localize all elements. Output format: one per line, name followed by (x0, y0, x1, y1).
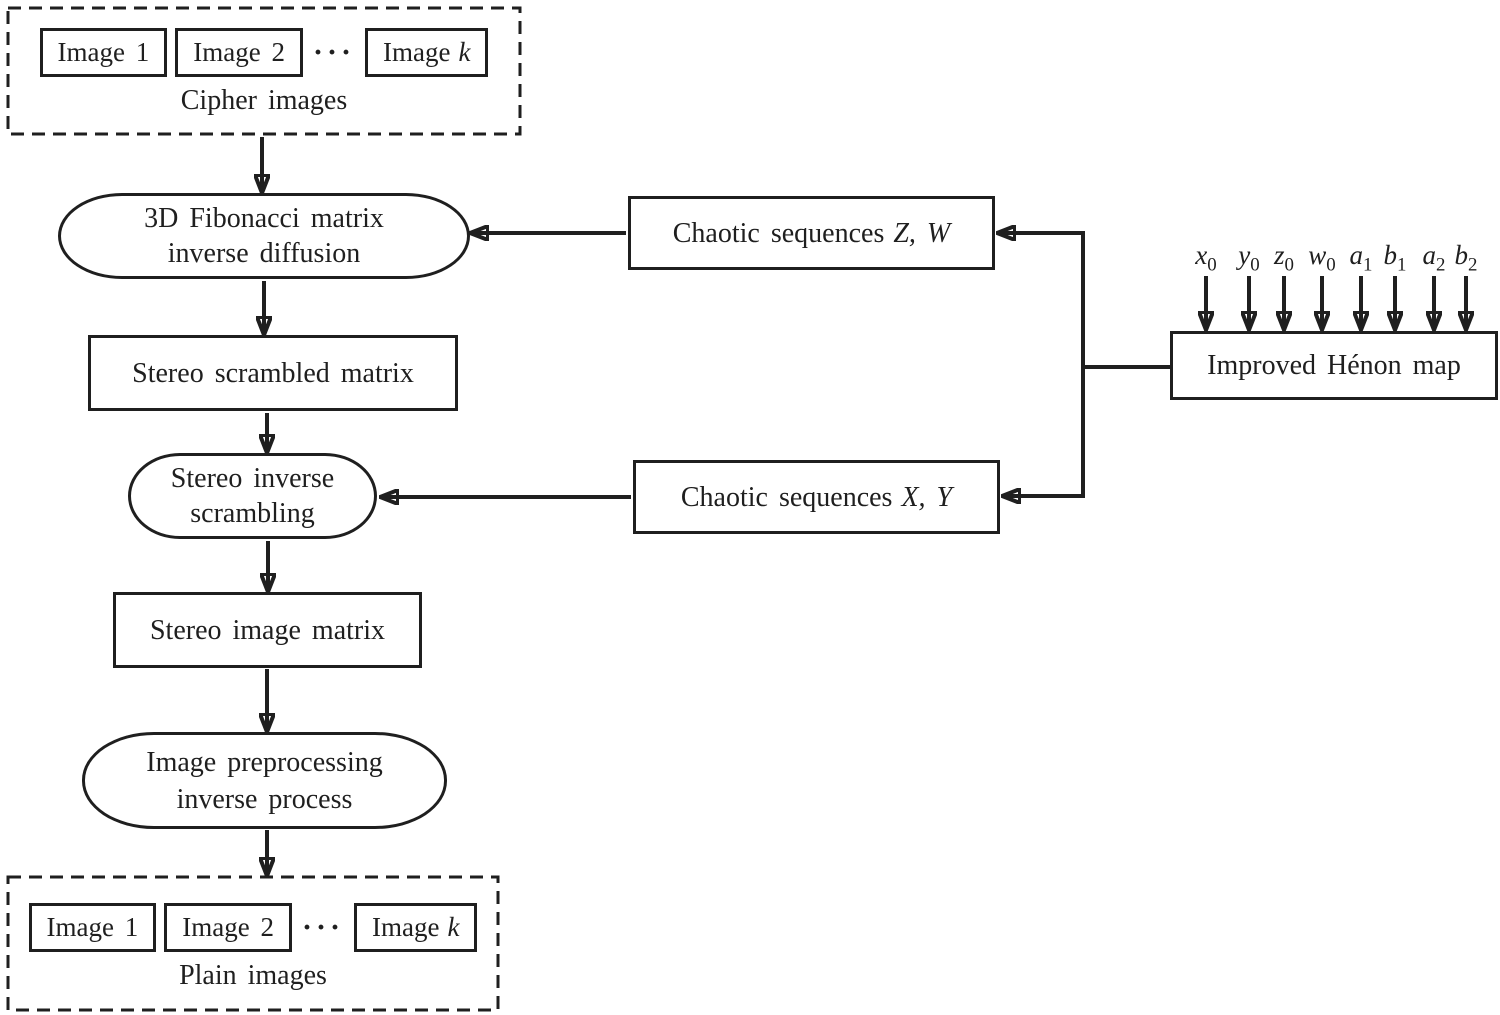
henon-input-label-y0: y0 (1238, 240, 1260, 276)
stereo-scrambled-matrix-label: Stereo scrambled matrix (132, 357, 414, 389)
cipher-image-2-box: Image 2 (175, 28, 303, 77)
henon-input-label-b1: b1 (1383, 240, 1407, 276)
ellipsis-dots: ··· (312, 36, 355, 69)
cipher-images-row: Image 1 Image 2 ··· Image k (8, 28, 520, 77)
henon-input-label-b2: b2 (1454, 240, 1478, 276)
chaotic-xy-prefix: Chaotic sequences (680, 481, 893, 513)
henon-input-label-z0: z0 (1274, 240, 1294, 276)
wire-henon-to-zw (1000, 233, 1170, 369)
preprocessing-line1: Image preprocessing (146, 746, 383, 778)
fibonacci-line2: inverse diffusion (167, 238, 361, 269)
plain-image-2-box: Image 2 (164, 903, 292, 952)
cipher-image-1-label: Image 1 (57, 37, 150, 67)
plain-images-row: Image 1 Image 2 ··· Image k (8, 903, 498, 952)
henon-input-label-x0: x0 (1195, 240, 1217, 276)
henon-input-label-a2: a2 (1422, 240, 1446, 276)
cipher-image-k-box: Image k (365, 28, 489, 77)
plain-image-1-label: Image 1 (46, 912, 139, 942)
plain-image-2-label: Image 2 (182, 912, 274, 942)
image-preprocessing-inverse-node: Image preprocessing inverse process (82, 732, 447, 829)
cipher-images-group: Image 1 Image 2 ··· Image k Cipher image… (8, 8, 520, 134)
chaotic-zw-vars: Z, W (893, 217, 951, 249)
chaotic-xy-vars: X, Y (901, 481, 953, 513)
cipher-images-label: Cipher images (180, 85, 348, 116)
henon-input-label-a1: a1 (1349, 240, 1373, 276)
fibonacci-line1: 3D Fibonacci matrix (144, 203, 384, 234)
preprocessing-line2: inverse process (176, 783, 353, 815)
improved-henon-map-label: Improved Hénon map (1207, 350, 1461, 381)
plain-images-dashed-border (6, 875, 500, 1012)
stereo-image-matrix-node: Stereo image matrix (113, 592, 422, 668)
plain-images-group: Image 1 Image 2 ··· Image k Plain images (8, 877, 498, 1010)
inverse-scrambling-line2: scrambling (190, 498, 315, 529)
cipher-image-2-label: Image 2 (193, 37, 285, 67)
cipher-image-1-box: Image 1 (39, 28, 168, 77)
cipher-image-k-prefix: Image (383, 37, 451, 67)
cipher-image-k-var: k (458, 37, 471, 67)
fibonacci-inverse-diffusion-node: 3D Fibonacci matrix inverse diffusion (58, 193, 470, 279)
inverse-scrambling-line1: Stereo inverse (170, 463, 335, 494)
henon-input-label-w0: w0 (1308, 240, 1336, 276)
stereo-image-matrix-label: Stereo image matrix (149, 614, 386, 646)
stereo-inverse-scrambling-node: Stereo inverse scrambling (128, 453, 377, 539)
plain-image-k-var: k (447, 912, 460, 942)
stereo-scrambled-matrix-node: Stereo scrambled matrix (88, 335, 458, 411)
chaotic-zw-prefix: Chaotic sequences (672, 217, 885, 249)
plain-image-1-box: Image 1 (28, 903, 157, 952)
wire-henon-to-xy (1005, 367, 1085, 496)
plain-images-label: Plain images (179, 960, 327, 991)
ellipsis-dots: ··· (301, 911, 344, 944)
plain-image-k-prefix: Image (372, 912, 440, 942)
improved-henon-map-node: Improved Hénon map (1170, 331, 1498, 400)
plain-image-k-box: Image k (354, 903, 478, 952)
cipher-images-dashed-border (6, 6, 522, 136)
